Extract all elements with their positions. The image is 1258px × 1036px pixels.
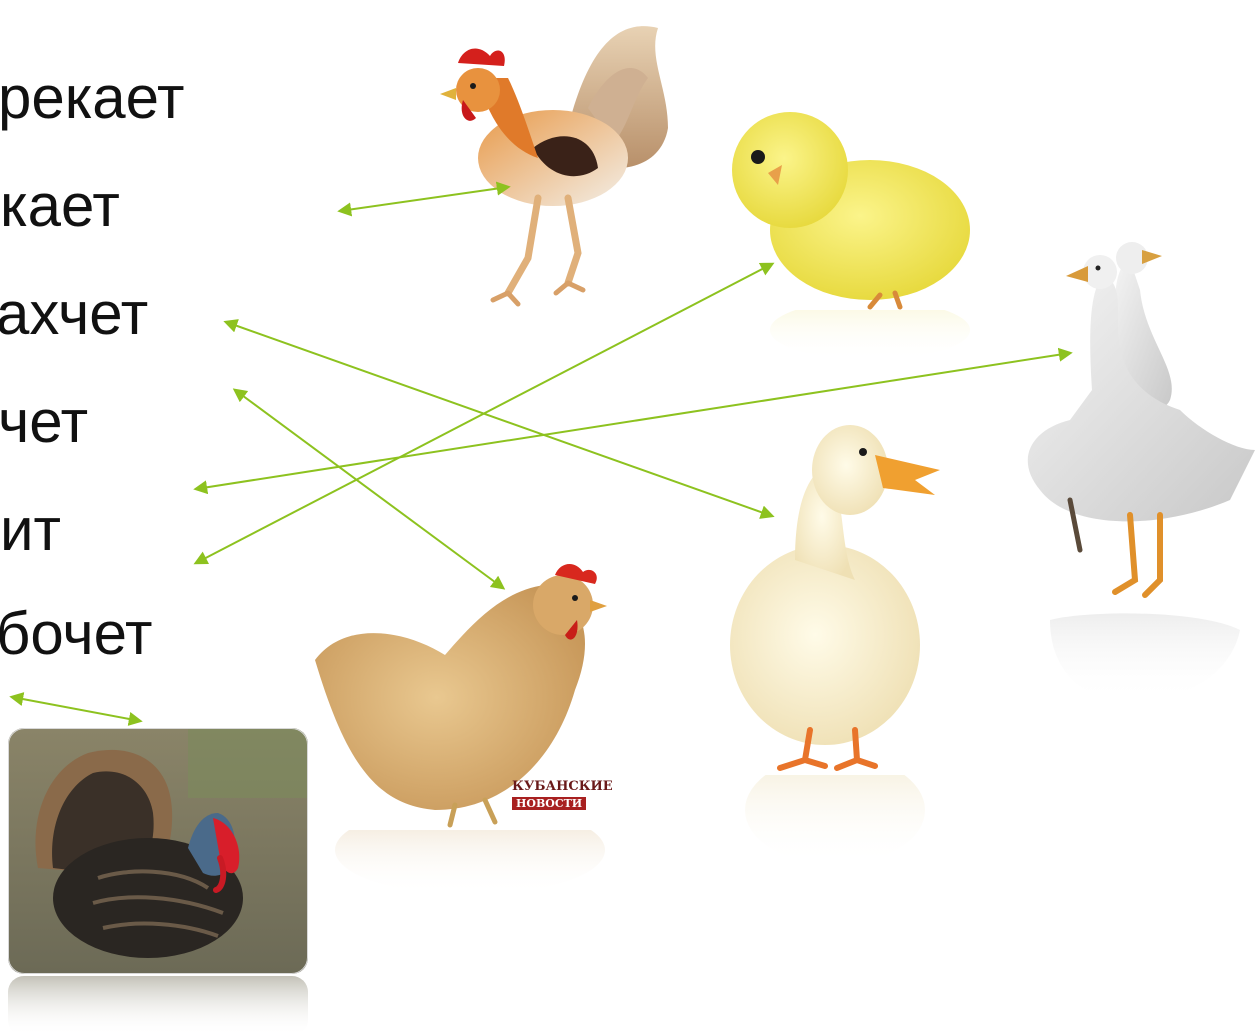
turkey-reflection — [8, 976, 308, 1036]
geese-reflection — [1050, 613, 1240, 702]
rooster-picture — [440, 26, 668, 307]
word-3: ахчет — [0, 280, 149, 347]
word-1: рекает — [0, 64, 185, 131]
turkey-picture — [8, 728, 308, 974]
hen-watermark-line2: НОВОСТИ — [512, 797, 587, 810]
hen-picture — [315, 564, 607, 828]
duck-reflection — [745, 775, 925, 865]
chick-picture — [732, 112, 970, 310]
arrow-hen — [232, 388, 506, 590]
hen-reflection — [335, 830, 605, 895]
chick-reflection — [770, 310, 970, 360]
word-4: чет — [0, 388, 89, 455]
arrow-chick — [193, 262, 775, 565]
word-6: бочет — [0, 600, 153, 667]
word-2: кает — [0, 172, 120, 239]
arrow-duck — [223, 319, 775, 519]
word-5: ит — [0, 496, 61, 563]
duck-picture — [730, 425, 940, 771]
geese-picture — [1027, 242, 1255, 598]
hen-watermark: КУБАНСКИЕ НОВОСТИ — [512, 779, 613, 810]
hen-watermark-line1: КУБАНСКИЕ — [512, 779, 613, 794]
arrow-turkey — [9, 692, 143, 726]
